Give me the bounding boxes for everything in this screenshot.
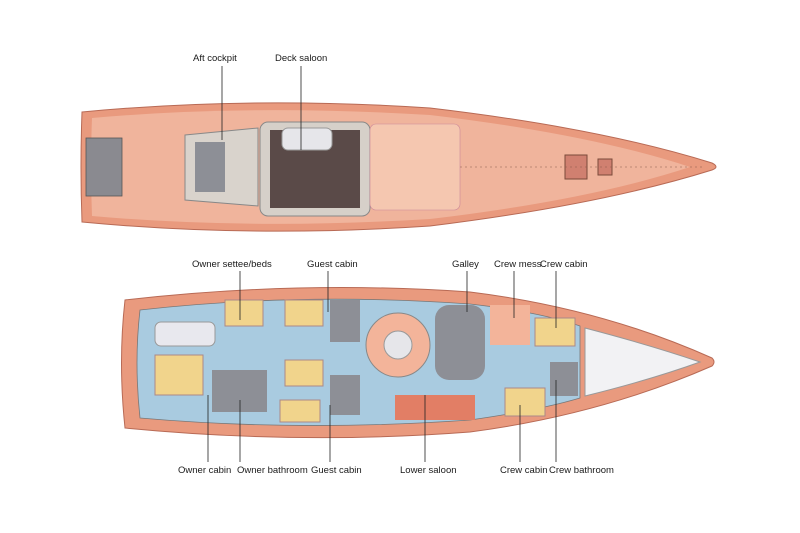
guest-berth bbox=[284, 359, 324, 387]
label-guest-cabin-bottom: Guest cabin bbox=[311, 465, 362, 476]
galley bbox=[435, 305, 485, 380]
owner-settee bbox=[154, 321, 216, 347]
label-crew-bathroom: Crew bathroom bbox=[549, 465, 614, 476]
owner-bathroom bbox=[212, 370, 267, 412]
crew-mess bbox=[490, 305, 530, 345]
deck-plan bbox=[80, 102, 717, 232]
label-crew-cabin-bottom: Crew cabin bbox=[500, 465, 548, 476]
label-crew-mess: Crew mess bbox=[494, 259, 542, 270]
label-galley: Galley bbox=[452, 259, 479, 270]
lower-saloon-floor bbox=[395, 395, 475, 420]
leader-lines bbox=[207, 66, 557, 462]
owner-cabin-bed bbox=[154, 354, 204, 396]
label-aft-cockpit: Aft cockpit bbox=[193, 53, 237, 64]
guest-bathroom bbox=[330, 375, 360, 415]
lower-plan bbox=[121, 287, 715, 439]
guest-berth bbox=[284, 299, 324, 327]
label-owner-settee-beds: Owner settee/beds bbox=[192, 259, 272, 270]
lower-saloon-table bbox=[383, 330, 413, 360]
label-deck-saloon: Deck saloon bbox=[275, 53, 328, 64]
crew-cabin-berth bbox=[534, 317, 576, 347]
guest-berth bbox=[279, 399, 321, 423]
label-lower-saloon: Lower saloon bbox=[400, 465, 457, 476]
crew-cabin-berth bbox=[504, 387, 546, 417]
label-owner-bathroom: Owner bathroom bbox=[237, 465, 308, 476]
crew-bathroom bbox=[550, 362, 578, 396]
guest-bathroom bbox=[330, 300, 360, 342]
label-crew-cabin-top: Crew cabin bbox=[540, 259, 588, 270]
label-guest-cabin-top: Guest cabin bbox=[307, 259, 358, 270]
stern-platform bbox=[85, 137, 123, 197]
cockpit-seat bbox=[195, 142, 225, 192]
guest-berth bbox=[224, 299, 264, 327]
label-owner-cabin: Owner cabin bbox=[178, 465, 232, 476]
foredeck-hatch bbox=[369, 123, 461, 211]
saloon-sofa bbox=[281, 127, 333, 151]
forepeak bbox=[584, 327, 702, 397]
